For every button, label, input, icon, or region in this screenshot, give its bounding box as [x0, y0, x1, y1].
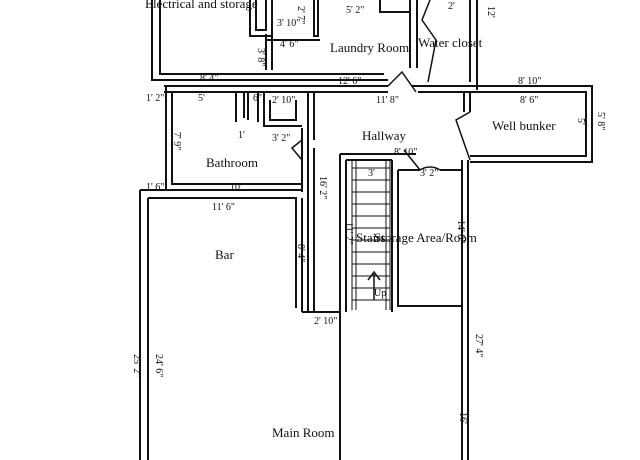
dim-label: 2' 7"	[295, 6, 306, 24]
dim-label: 2' 10"	[272, 95, 295, 106]
room-hallway-label: Hallway	[362, 128, 407, 143]
wall-laundry-left-2	[265, 34, 320, 70]
dim-label: 1' 2"	[146, 93, 164, 104]
wall-storage-right	[461, 160, 469, 312]
up-arrow-icon	[367, 270, 381, 300]
dim-label: 8' 10"	[394, 147, 417, 158]
dim-label: 5'	[198, 93, 205, 104]
dim-label: 3' 10"	[277, 18, 300, 29]
dim-label: 1'	[238, 130, 245, 141]
dim-label: 8' 6"	[520, 95, 538, 106]
dim-label: 3' 2"	[272, 133, 290, 144]
wall-bath-closet	[235, 92, 259, 122]
door-storage	[403, 149, 441, 171]
dim-label: 8' 4"	[200, 73, 218, 84]
dim-label: 3' 8"	[255, 48, 266, 66]
room-storage-label: Storage Area/Room	[374, 230, 477, 245]
dim-label: 2'	[448, 1, 455, 12]
dim-label: 3' 2"	[420, 168, 438, 179]
dim-label: 16'	[457, 412, 468, 424]
wall-electrical-box	[249, 0, 273, 37]
wall-top-closet	[379, 0, 410, 13]
dim-label: 6"	[253, 93, 262, 104]
wall-laundry-right	[409, 0, 418, 68]
wall-stairs-box	[339, 153, 416, 460]
room-bathroom-label: Bathroom	[206, 155, 258, 170]
wall-hall-west	[307, 92, 315, 140]
room-stairs-label: Stairs	[356, 230, 386, 245]
room-well-bunker-label: Well bunker	[492, 118, 556, 133]
dim-label: 11' 8"	[376, 95, 399, 106]
dim-label: 27' 4"	[473, 334, 484, 357]
dim-label: 11' 6"	[212, 202, 235, 213]
door-water-closet	[421, 0, 437, 83]
dim-label: 12'	[485, 6, 496, 18]
dim-label: 4' 6"	[280, 39, 298, 50]
up-label: Up	[374, 288, 386, 299]
room-bar-label: Bar	[215, 247, 234, 262]
wall-bath-closet-2	[263, 92, 302, 127]
dim-label: 24' 6"	[153, 354, 164, 377]
door-well-bunker	[455, 111, 471, 161]
wall-main-west	[139, 190, 149, 460]
dim-label: 14' 8"	[455, 220, 466, 243]
wall-north-upper-inner	[159, 0, 384, 75]
wall-laundry-left	[313, 0, 319, 37]
dim-label: 12' 6"	[338, 76, 361, 87]
wall-storage-left	[391, 160, 462, 312]
stair-treads	[351, 160, 391, 310]
wall-bar-top	[140, 189, 340, 313]
dim-label: 3'	[368, 168, 375, 179]
dim-label: 2' 10"	[314, 316, 337, 327]
wall-main-east	[461, 312, 469, 460]
room-water-closet-label: Water closet	[418, 35, 483, 50]
dim-label: 8' 10"	[518, 76, 541, 87]
wall-water-closet-right	[469, 0, 478, 90]
door-laundry	[387, 70, 417, 93]
door-bathroom	[290, 139, 303, 161]
wall-hall-top-right	[412, 85, 593, 163]
dim-label: 5' 8"	[595, 112, 606, 130]
room-electrical-label: Electrical and storage	[145, 0, 258, 11]
wall-well-bunker-left	[463, 92, 471, 112]
dim-label: 7' 9"	[171, 132, 182, 150]
dim-label: 11' 2"	[343, 222, 354, 245]
room-laundry-label: Laundry Room	[330, 40, 409, 55]
wall-hall-inner	[307, 140, 315, 312]
room-main-label: Main Room	[272, 425, 334, 440]
dim-label: 5'	[575, 118, 586, 125]
dim-label: 5' 2"	[346, 5, 364, 16]
dim-label: 25' 2"	[131, 354, 142, 377]
dim-label: 8' 4"	[295, 244, 306, 262]
wall-north-upper	[151, 0, 388, 81]
wall-hall-top	[164, 85, 388, 93]
dim-label: 1' 6"	[146, 182, 164, 193]
dim-label: 10'	[230, 182, 242, 193]
dim-label: 16' 2"	[317, 176, 328, 199]
